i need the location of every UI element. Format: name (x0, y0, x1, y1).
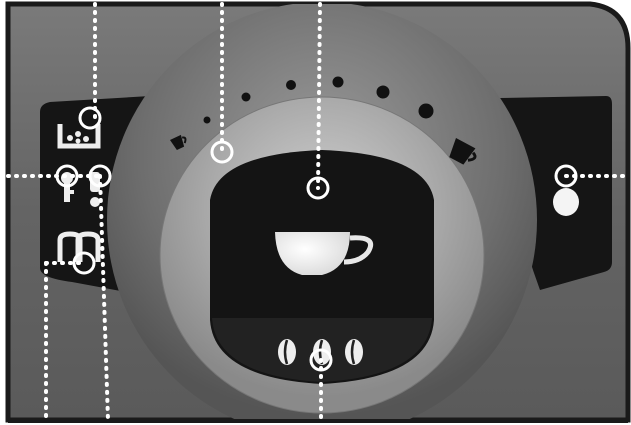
strength-dot-1 (204, 117, 211, 124)
coffee-bean-icon (278, 339, 296, 365)
strength-dot-2 (242, 93, 251, 102)
strength-dot-4 (333, 77, 344, 88)
power-indicator-icon[interactable] (553, 188, 579, 216)
coffee-bean-icon (345, 339, 363, 365)
strength-dot-6 (419, 104, 434, 119)
strength-dot-3 (286, 80, 296, 90)
strength-dot-5 (377, 86, 390, 99)
